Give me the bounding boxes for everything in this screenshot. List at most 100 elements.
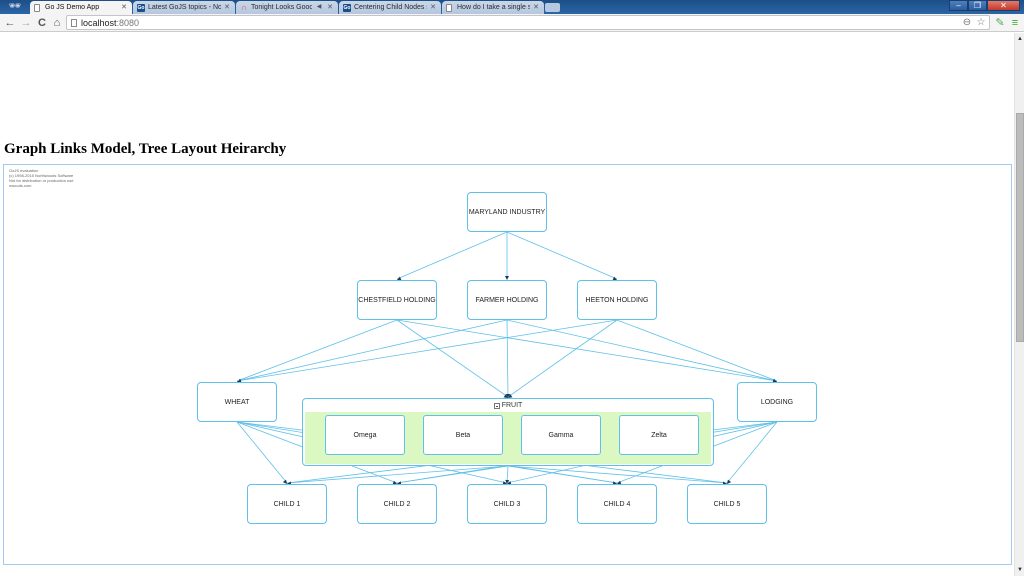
scroll-up-arrow-icon[interactable]: ▲ — [1017, 36, 1023, 42]
node-label: MARYLAND INDUSTRY — [468, 208, 546, 216]
scroll-down-arrow-icon[interactable]: ▼ — [1017, 567, 1023, 573]
menu-icon[interactable]: ≡ — [1011, 17, 1019, 29]
node-farmer-holding[interactable]: FARMER HOLDING — [467, 280, 547, 320]
minimize-button[interactable]: – — [949, 0, 968, 11]
watermark-line: GoJS evaluation — [9, 168, 39, 173]
node-zelta[interactable]: Zelta — [619, 415, 699, 455]
node-label: CHESTFIELD HOLDING — [358, 296, 436, 304]
arrowhead-icon — [727, 479, 732, 484]
arrowhead-icon — [282, 479, 287, 484]
back-button[interactable]: ← — [4, 17, 16, 29]
node-chestfield-holding[interactable]: CHESTFIELD HOLDING — [357, 280, 437, 320]
node-omega[interactable]: Omega — [325, 415, 405, 455]
arrowhead-icon — [612, 276, 617, 281]
tab-title: Latest GoJS topics - North — [148, 4, 221, 11]
home-button[interactable]: ⌂ — [53, 17, 61, 29]
group-header: FRUIT — [303, 399, 713, 412]
vertical-scrollbar[interactable]: ▲ ▼ — [1014, 33, 1024, 576]
node-label: Beta — [455, 431, 471, 439]
watermark-line: Not for distribution or production use — [9, 178, 74, 183]
link-heeton-holding-to-wheat[interactable] — [236, 319, 618, 382]
speaker-icon: ◀ — [316, 4, 322, 10]
watermark-line: nwoods.com — [9, 183, 32, 188]
node-child-3[interactable]: CHILD 3 — [467, 484, 547, 524]
restore-button[interactable]: ❐ — [968, 0, 987, 11]
close-window-button[interactable]: ✕ — [987, 0, 1020, 11]
node-label: Zelta — [651, 431, 667, 439]
tab-title: Go JS Demo App — [45, 4, 100, 11]
node-beta[interactable]: Beta — [423, 415, 503, 455]
node-child-2[interactable]: CHILD 2 — [357, 484, 437, 524]
tab-how-do-i-take-screenshot[interactable]: How do I take a single scr ✕ — [442, 1, 544, 14]
evaluation-watermark: GoJS evaluation (c) 1998-2015 Northwoods… — [9, 168, 73, 188]
diagram-canvas[interactable]: GoJS evaluation (c) 1998-2015 Northwoods… — [3, 164, 1012, 565]
address-bar[interactable]: localhost:8080 ⊖ ☆ — [66, 15, 990, 30]
node-gamma[interactable]: Gamma — [521, 415, 601, 455]
node-lodging[interactable]: LODGING — [737, 382, 817, 422]
new-tab-button[interactable] — [545, 3, 560, 12]
link-chestfield-holding-to-wheat[interactable] — [236, 319, 398, 382]
link-farmer-holding-to-wheat[interactable] — [236, 319, 508, 382]
tab-title: Tonight Looks Good or — [251, 4, 312, 11]
url-text: localhost:8080 — [81, 16, 139, 30]
node-child-4[interactable]: CHILD 4 — [577, 484, 657, 524]
link-maryland-industry-to-heeton-holding[interactable] — [506, 231, 618, 280]
window-controls: – ❐ ✕ — [949, 0, 1020, 11]
arrowhead-icon — [505, 393, 510, 398]
link-heeton-holding-to-fruit[interactable] — [507, 319, 618, 398]
close-tab-icon[interactable]: ✕ — [121, 4, 127, 11]
node-heeton-holding[interactable]: HEETON HOLDING — [577, 280, 657, 320]
tab-latest-gojs-topics[interactable]: Go Latest GoJS topics - North ✕ — [133, 1, 235, 14]
tab-tonight-looks-good[interactable]: ∩ Tonight Looks Good or ◀ ✕ — [236, 1, 338, 14]
link-heeton-holding-to-lodging[interactable] — [616, 319, 778, 382]
arrowhead-icon — [505, 276, 509, 280]
collapse-toggle-icon[interactable] — [493, 402, 500, 409]
arrowhead-icon — [503, 394, 508, 398]
link-wheat-to-child-1[interactable] — [236, 421, 288, 484]
forward-button[interactable]: → — [20, 17, 32, 29]
node-label: Omega — [353, 431, 377, 439]
link-fruit-to-child-4[interactable] — [507, 465, 618, 484]
tab-title: How do I take a single scr — [457, 4, 530, 11]
tab-centering-child-nodes[interactable]: Go Centering Child Nodes sh ✕ — [339, 1, 441, 14]
link-lodging-to-child-5[interactable] — [726, 421, 778, 484]
node-label: CHILD 1 — [273, 500, 301, 508]
tab-title: Centering Child Nodes sh — [354, 4, 427, 11]
page-icon — [34, 4, 40, 12]
page-icon — [446, 4, 452, 12]
group-fruit[interactable]: FRUIT Omega Beta Gamma Zelta — [302, 398, 714, 466]
scrollbar-thumb[interactable] — [1016, 113, 1024, 342]
node-child-1[interactable]: CHILD 1 — [247, 484, 327, 524]
node-label: WHEAT — [224, 398, 250, 406]
node-label: LODGING — [760, 398, 794, 406]
node-maryland-industry[interactable]: MARYLAND INDUSTRY — [467, 192, 547, 232]
close-tab-icon[interactable]: ✕ — [327, 4, 333, 11]
node-label: Gamma — [548, 431, 574, 439]
arrowhead-icon — [772, 378, 777, 383]
link-fruit-to-child-1[interactable] — [286, 465, 509, 484]
close-tab-icon[interactable]: ✕ — [430, 4, 436, 11]
link-farmer-holding-to-fruit[interactable] — [506, 319, 509, 398]
headphones-icon: ∩ — [241, 3, 247, 12]
extension-icon[interactable]: ✎ — [995, 17, 1005, 29]
node-label: CHILD 3 — [493, 500, 521, 508]
node-wheat[interactable]: WHEAT — [197, 382, 277, 422]
node-label: HEETON HOLDING — [585, 296, 649, 304]
gojs-forum-icon: Go — [137, 4, 145, 12]
zoom-icon[interactable]: ⊖ — [962, 17, 972, 28]
close-tab-icon[interactable]: ✕ — [224, 4, 230, 11]
link-chestfield-holding-to-fruit[interactable] — [396, 319, 509, 398]
link-fruit-to-child-5[interactable] — [507, 465, 728, 484]
node-child-5[interactable]: CHILD 5 — [687, 484, 767, 524]
page-icon — [71, 19, 77, 27]
link-maryland-industry-to-chestfield-holding[interactable] — [396, 231, 508, 280]
incognito-icon: 🕶 — [8, 1, 22, 12]
close-tab-icon[interactable]: ✕ — [533, 4, 539, 11]
link-chestfield-holding-to-lodging[interactable] — [396, 319, 778, 382]
reload-button[interactable]: C — [38, 17, 46, 29]
arrowhead-icon — [505, 479, 510, 484]
node-label: CHILD 4 — [603, 500, 631, 508]
tab-go-js-demo-app[interactable]: Go JS Demo App ✕ — [30, 1, 132, 14]
bookmark-star-icon[interactable]: ☆ — [976, 17, 986, 28]
url-host: localhost — [81, 18, 117, 28]
